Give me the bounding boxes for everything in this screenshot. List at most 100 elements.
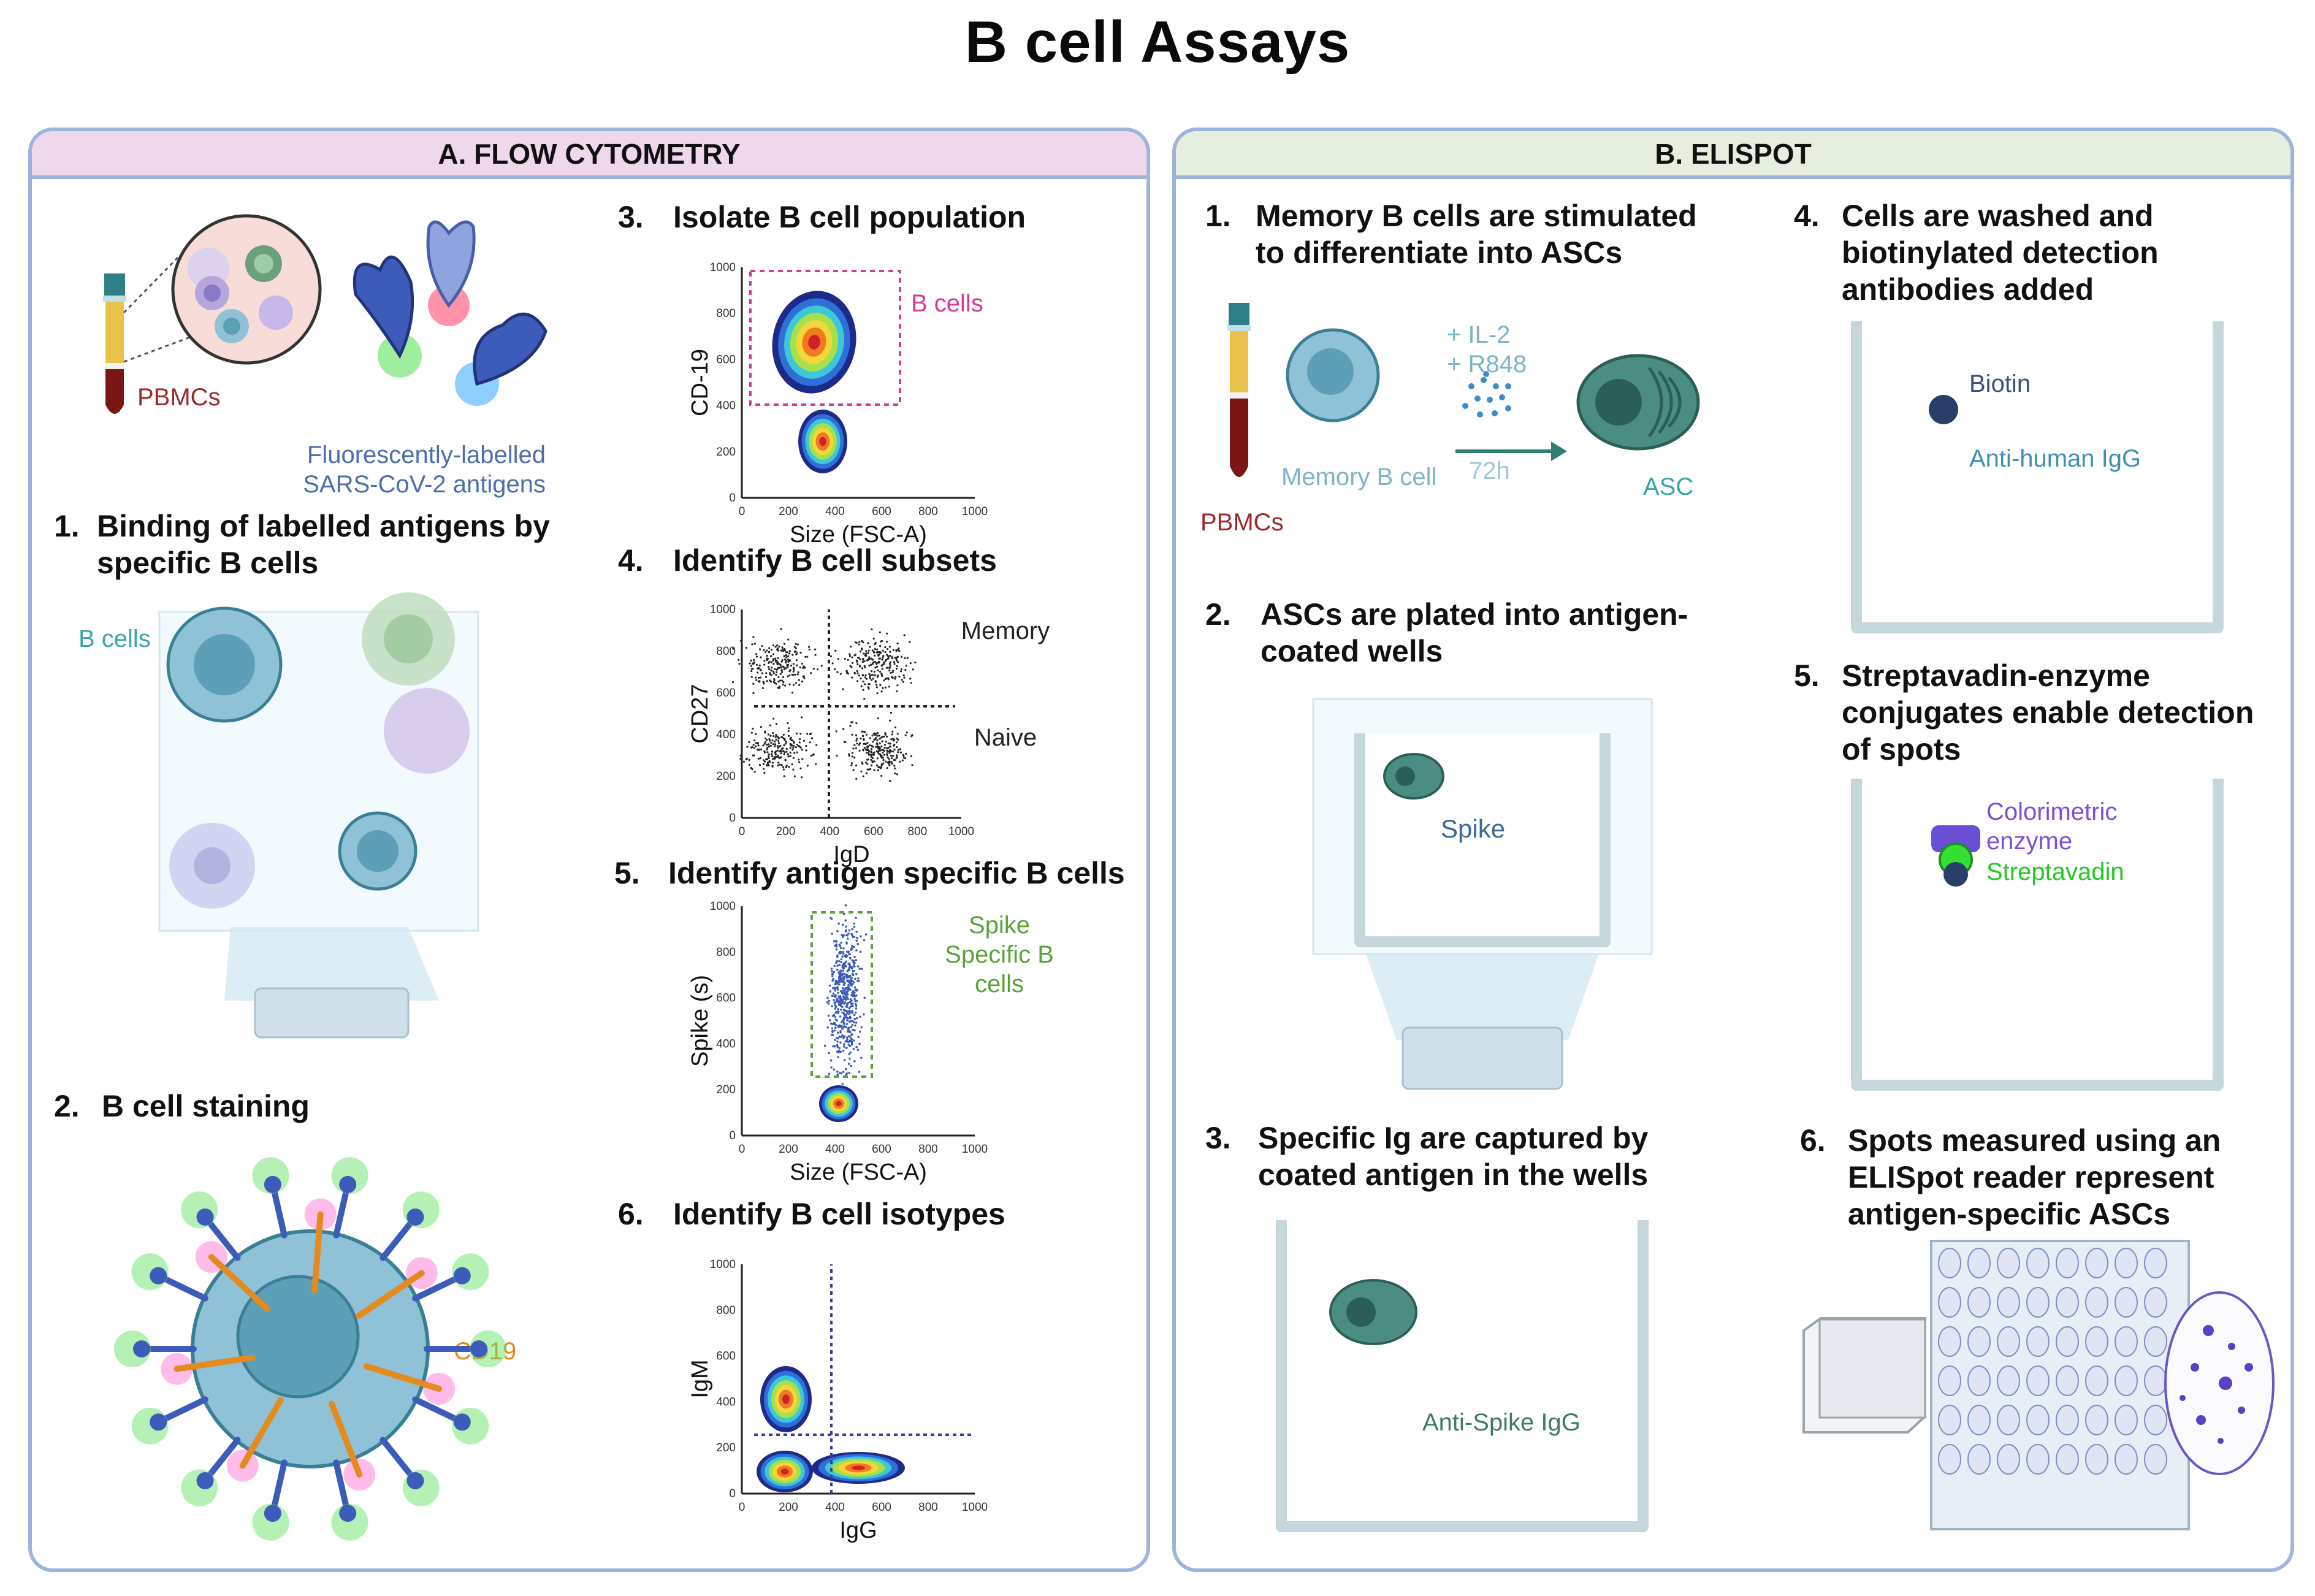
step-number: 6. (1800, 1123, 1826, 1158)
event-dot (892, 649, 894, 651)
event-dot (888, 666, 891, 669)
event-dot (806, 765, 809, 767)
event-dot (770, 741, 772, 744)
event-dot (861, 761, 863, 764)
event-dot (849, 964, 852, 967)
event-dot (774, 740, 776, 743)
event-dot (833, 1004, 836, 1006)
event-dot (755, 679, 758, 681)
event-dot (889, 661, 891, 663)
event-dot (885, 640, 888, 643)
event-dot (896, 659, 898, 662)
plate-well (2085, 1444, 2108, 1475)
event-dot (882, 649, 885, 652)
plate-well (1967, 1287, 1991, 1318)
plate-well (2026, 1405, 2050, 1435)
event-dot (855, 994, 858, 997)
event-dot (874, 660, 876, 663)
event-dot (896, 737, 898, 740)
event-dot (771, 666, 773, 669)
event-dot (777, 676, 780, 679)
event-dot (790, 736, 792, 739)
event-dot (837, 922, 841, 925)
event-dot (802, 666, 804, 669)
event-dot (739, 754, 742, 757)
flow-cytometry-heading: A. FLOW CYTOMETRY (32, 131, 1146, 179)
event-dot (863, 698, 866, 700)
event-dot (880, 763, 883, 766)
event-dot (776, 749, 779, 752)
event-dot (843, 976, 846, 978)
y-axis-label: CD27 (687, 684, 713, 743)
event-dot (766, 680, 768, 682)
antibody-stem (379, 1437, 413, 1477)
event-dot (748, 763, 751, 766)
event-dot (833, 999, 835, 1001)
event-dot (854, 1024, 856, 1027)
antibody-head (133, 1340, 150, 1357)
event-dot (750, 670, 753, 673)
event-dot (843, 741, 845, 743)
event-dot (835, 939, 837, 942)
event-dot (859, 651, 862, 653)
event-dot (842, 1018, 845, 1021)
step-text: ASCs are plated into antigen- coated wel… (1260, 597, 1688, 668)
event-dot (796, 743, 799, 746)
event-dot (801, 662, 804, 665)
event-dot (752, 636, 755, 638)
event-dot (885, 747, 888, 749)
event-dot (869, 675, 871, 678)
event-dot (834, 996, 837, 998)
event-dot (862, 735, 864, 737)
event-dot (780, 750, 783, 753)
event-dot (888, 752, 891, 754)
event-dot (890, 711, 893, 714)
event-dot (873, 674, 875, 677)
plate-well (2115, 1326, 2138, 1357)
event-dot (872, 746, 874, 748)
event-dot (732, 647, 734, 650)
event-dot (877, 651, 880, 654)
event-dot (796, 664, 798, 666)
event-dot (757, 757, 760, 760)
event-dot (815, 744, 818, 746)
event-dot (849, 665, 852, 667)
event-dot (860, 1026, 863, 1029)
plate-well (2144, 1248, 2167, 1278)
event-dot (871, 747, 873, 750)
event-dot (752, 727, 754, 730)
event-dot (842, 1049, 845, 1052)
event-dot (772, 672, 775, 674)
event-dot (831, 933, 834, 935)
event-dot (783, 775, 785, 777)
event-dot (848, 1007, 851, 1010)
event-dot (853, 1029, 856, 1032)
event-dot (864, 748, 868, 751)
event-dot (752, 682, 755, 685)
event-dot (834, 668, 836, 671)
event-dot (835, 999, 838, 1002)
event-dot (787, 735, 790, 737)
event-dot (833, 1045, 836, 1048)
event-dot (848, 929, 851, 932)
event-dot (886, 766, 888, 769)
plate-well (2026, 1287, 2050, 1318)
event-dot (882, 762, 885, 765)
event-dot (855, 777, 858, 780)
event-dot (791, 749, 794, 751)
event-dot (856, 742, 858, 745)
plate-well (1997, 1287, 2020, 1318)
event-dot (785, 660, 788, 662)
event-dot (829, 990, 832, 993)
step-text: B cell staining (102, 1089, 310, 1123)
event-dot (828, 984, 831, 987)
event-dot (834, 1023, 837, 1026)
event-dot (893, 748, 896, 751)
event-dot (868, 754, 871, 756)
event-dot (788, 652, 791, 655)
event-dot (851, 959, 854, 962)
event-dot (838, 1036, 841, 1038)
event-dot (766, 751, 769, 754)
event-dot (771, 750, 774, 753)
event-dot (882, 687, 884, 689)
